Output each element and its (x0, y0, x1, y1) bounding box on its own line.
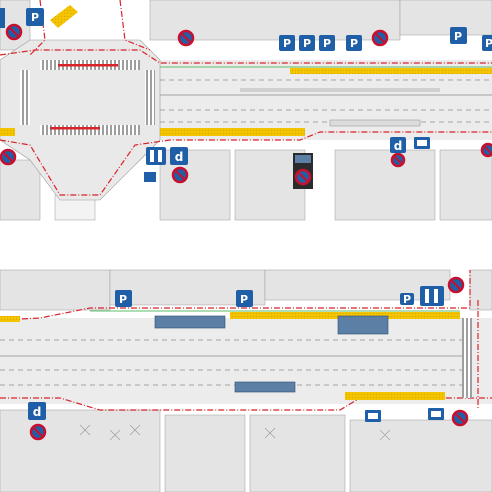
building-block (264, 269, 451, 301)
no-stopping-sign-icon (390, 152, 406, 168)
building-block (164, 414, 246, 492)
bus-shelter (154, 315, 226, 329)
building-block (249, 414, 346, 492)
parking-sign-icon: P (26, 8, 44, 26)
parking-sign-icon: P (482, 35, 492, 51)
tactile-paving (50, 5, 78, 28)
site-boundary (0, 131, 492, 196)
bus-stop-sign-icon (420, 286, 444, 306)
crosswalk (40, 125, 140, 135)
parking-sign-icon: P (236, 290, 253, 307)
median-strip (240, 88, 440, 92)
intersection (0, 39, 161, 201)
tactile-paving (0, 128, 15, 136)
svg-text:P: P (350, 37, 358, 50)
tactile-paving (160, 128, 305, 136)
crosswalk (462, 318, 472, 398)
parking-sign-icon: P (319, 35, 335, 51)
building-block (0, 159, 41, 221)
stop-bar (58, 64, 118, 67)
svg-text:P: P (240, 293, 248, 306)
parking-bays (329, 119, 421, 127)
bottom-plan-sheet: P P P d (0, 269, 492, 492)
tactile-paving (345, 392, 445, 400)
no-stopping-sign-icon (177, 29, 195, 47)
svg-text:P: P (283, 37, 291, 50)
crosswalk (20, 70, 30, 125)
no-stopping-sign-icon (451, 409, 469, 427)
svg-text:P: P (31, 11, 39, 24)
svg-text:d: d (175, 150, 184, 164)
bus-stop-sign-icon (428, 408, 444, 420)
no-stopping-sign-icon (29, 423, 47, 441)
crosswalk (145, 70, 155, 125)
traffic-light-icon (0, 8, 5, 28)
no-stopping-sign-icon (171, 166, 189, 184)
tactile-paving (0, 316, 20, 322)
stop-bar (50, 127, 100, 130)
building-block (469, 269, 492, 311)
site-boundary (0, 270, 471, 321)
svg-text:P: P (454, 30, 462, 43)
disabled-parking-sign-icon: d (170, 147, 188, 165)
svg-text:P: P (485, 37, 492, 50)
bus-stop-sign-icon (414, 137, 430, 149)
disabled-parking-sign-icon: d (28, 402, 46, 420)
bus-stop-sign-icon (146, 147, 166, 165)
parking-sign-icon: P (299, 35, 315, 51)
svg-text:P: P (403, 293, 411, 306)
prohibition-panel-icon (293, 153, 313, 189)
tactile-paving (230, 312, 460, 319)
svg-text:P: P (119, 293, 127, 306)
svg-text:d: d (33, 405, 42, 419)
bus-stop-sign-icon (365, 410, 381, 422)
tactile-paving (290, 68, 492, 74)
building-block (439, 149, 492, 221)
disabled-parking-sign-icon: d (390, 137, 406, 153)
svg-text:d: d (394, 139, 403, 153)
parking-sign-icon: P (115, 290, 132, 307)
no-stopping-sign-icon (5, 23, 23, 41)
svg-text:P: P (303, 37, 311, 50)
site-boundary (119, 0, 151, 51)
building-block (349, 419, 492, 492)
building-block (0, 409, 161, 492)
no-stopping-sign-icon (371, 29, 389, 47)
no-stopping-sign-icon (447, 276, 465, 294)
building-block (0, 269, 111, 311)
tree-icon (79, 424, 391, 441)
parking-sign-icon: P (346, 35, 362, 51)
building-block (399, 0, 492, 36)
parking-sign-icon: P (279, 35, 295, 51)
site-boundary (0, 49, 492, 64)
no-stopping-sign-icon (480, 142, 492, 158)
svg-text:P: P (323, 37, 331, 50)
building-block (334, 149, 436, 221)
bus-shelter (337, 315, 389, 335)
parking-sign-icon: P (400, 293, 414, 306)
top-plan-sheet: P P P P P P P d d (0, 0, 492, 221)
no-stopping-sign-icon (0, 148, 17, 166)
parking-sign-icon: P (450, 27, 467, 44)
bus-shelter (234, 381, 296, 393)
traffic-light-icon (144, 172, 156, 182)
